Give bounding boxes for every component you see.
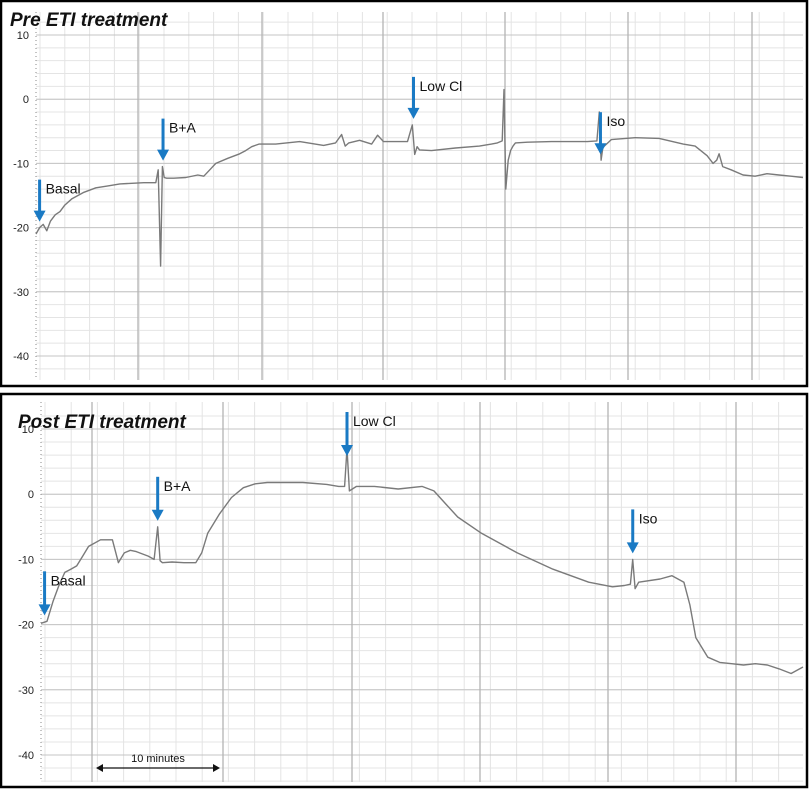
annotation-label: B+A [169, 120, 197, 136]
chart-title: Post ETI treatment [18, 412, 187, 433]
y-tick-label: -20 [13, 223, 29, 235]
y-tick-label: -20 [18, 620, 34, 632]
annotation-label: Low Cl [420, 78, 463, 94]
post-eti-chart: 10 0 -10 -20 -30 -40 Basal B+A Low Cl Iso 10 minut… [0, 392, 809, 789]
y-tick-label: -10 [13, 158, 29, 170]
annotation-arrow-head [33, 210, 46, 222]
annotation-label: Basal [51, 572, 86, 588]
annotation-arrow-head [407, 107, 420, 119]
annotation-label: B+A [164, 478, 192, 494]
annotation-label: Basal [46, 181, 81, 197]
annotation-arrow-head [38, 604, 51, 616]
panel-border [0, 0, 809, 388]
y-tick-label: 10 [17, 30, 29, 42]
scale-bar-label: 10 minutes [131, 753, 185, 765]
y-tick-label: -10 [18, 554, 34, 566]
chart-title: Pre ETI treatment [10, 10, 168, 31]
annotation-arrow-head [340, 445, 353, 456]
pre-eti-panel: 10 0 -10 -20 -30 -40 Basal B+A Low Cl Iso Pre ETI … [0, 0, 809, 390]
y-tick-label: -40 [13, 351, 29, 363]
annotation-arrow-head [626, 542, 639, 554]
y-tick-label: 10 [22, 424, 34, 436]
annotation-arrow-head [594, 143, 607, 155]
scale-bar-right-arrow [213, 764, 220, 772]
y-tick-label: -30 [18, 685, 34, 697]
y-tick-label: 0 [23, 94, 29, 106]
annotation-arrow-head [151, 509, 164, 521]
series-trace [35, 88, 804, 267]
annotation-label: Iso [606, 113, 625, 129]
scale-bar-left-arrow [96, 764, 103, 772]
pre-eti-chart: 10 0 -10 -20 -30 -40 Basal B+A Low Cl Iso Pre ETI … [0, 0, 809, 388]
post-eti-panel: 10 0 -10 -20 -30 -40 Basal B+A Low Cl Iso 10 minut… [0, 392, 809, 790]
annotation-label: Iso [639, 510, 658, 526]
y-tick-label: -30 [13, 287, 29, 299]
annotation-label: Low Cl [353, 413, 396, 429]
annotation-arrow-head [157, 149, 170, 161]
y-tick-label: 0 [28, 489, 34, 501]
y-tick-label: -40 [18, 750, 34, 762]
panel-border [0, 392, 809, 789]
series-trace [40, 447, 804, 675]
